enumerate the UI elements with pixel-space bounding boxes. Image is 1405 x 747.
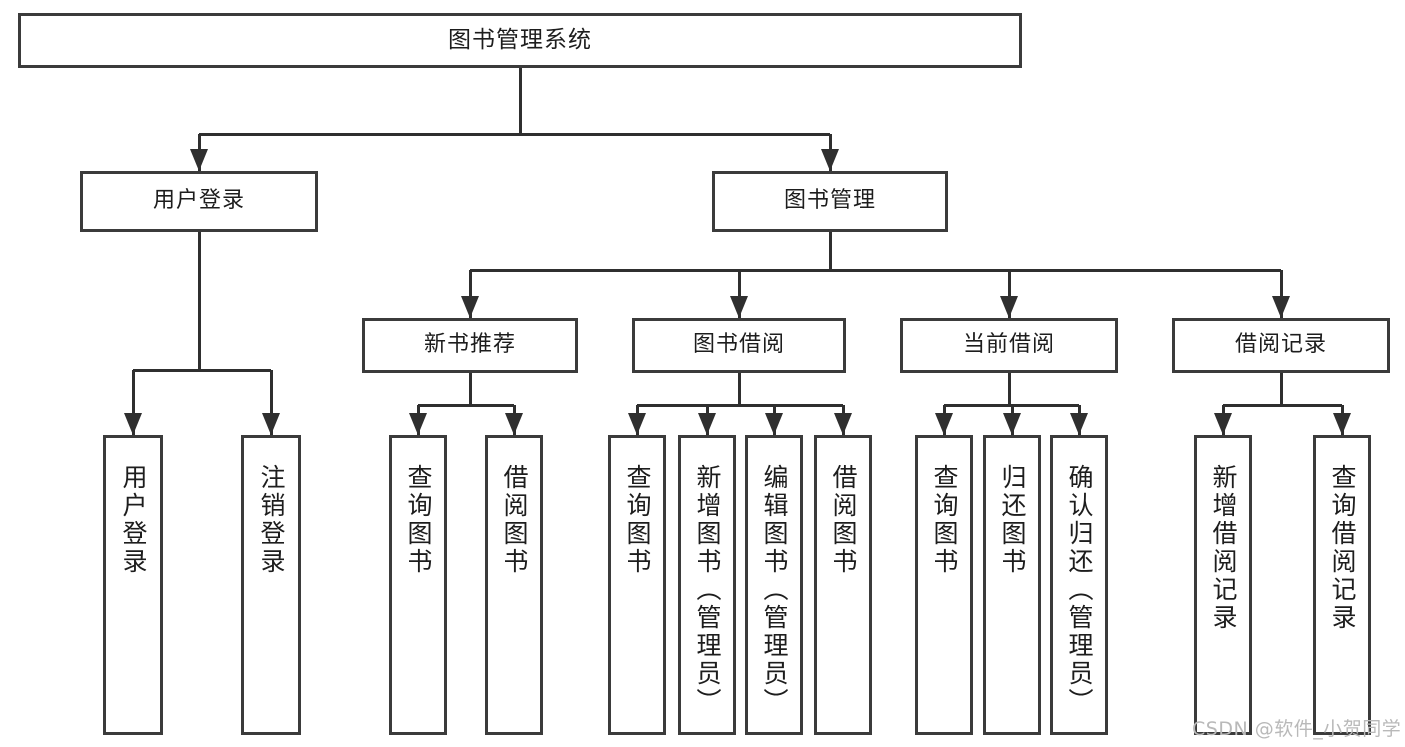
current-arrow-2	[1070, 413, 1088, 435]
borrow-bus	[637, 404, 843, 407]
new-bus	[418, 404, 514, 407]
node-leaf-5-label: 新增图书（管理员）	[693, 464, 722, 716]
node-leaf-6[interactable]: 编辑图书（管理员）	[745, 435, 803, 735]
login-drop-1	[270, 370, 273, 435]
node-level2-2-label: 当前借阅	[962, 332, 1055, 358]
login-drop-0	[132, 370, 135, 435]
node-level2-0-label: 新书推荐	[423, 332, 516, 358]
current-arrow-0	[935, 413, 953, 435]
node-level2-1[interactable]: 图书借阅	[632, 318, 846, 373]
node-leaf-0-label: 用户登录	[119, 464, 148, 576]
node-leaf-8-label: 查询图书	[930, 464, 959, 576]
books-bus	[470, 269, 1281, 272]
borrow-arrow-1	[698, 413, 716, 435]
new-arrow-0	[409, 413, 427, 435]
new-arrow-1	[505, 413, 523, 435]
books-drop-3	[1280, 270, 1283, 318]
node-level2-1-label: 图书借阅	[692, 332, 785, 358]
new-stem	[469, 373, 472, 405]
borrow-stem	[738, 373, 741, 405]
watermark: CSDN @软件_小贺同学	[1192, 718, 1402, 740]
node-level2-3[interactable]: 借阅记录	[1172, 318, 1390, 373]
books-drop-0	[469, 270, 472, 318]
node-leaf-11[interactable]: 新增借阅记录	[1194, 435, 1252, 735]
record-arrow-0	[1214, 413, 1232, 435]
node-level1-1[interactable]: 图书管理	[712, 171, 948, 232]
root-arrow-1	[821, 149, 839, 171]
borrow-arrow-0	[628, 413, 646, 435]
record-bus	[1223, 404, 1342, 407]
node-leaf-8[interactable]: 查询图书	[915, 435, 973, 735]
node-leaf-11-label: 新增借阅记录	[1209, 464, 1238, 632]
books-drop-2	[1008, 270, 1011, 318]
current-arrow-1	[1003, 413, 1021, 435]
node-level1-0[interactable]: 用户登录	[80, 171, 318, 232]
node-leaf-9-label: 归还图书	[998, 464, 1027, 576]
books-arrow-0	[461, 296, 479, 318]
books-arrow-1	[730, 296, 748, 318]
books-arrow-3	[1272, 296, 1290, 318]
node-leaf-6-label: 编辑图书（管理员）	[760, 464, 789, 716]
login-stem	[198, 232, 201, 370]
node-leaf-7-label: 借阅图书	[829, 464, 858, 576]
node-level2-3-label: 借阅记录	[1234, 332, 1327, 358]
node-level2-0[interactable]: 新书推荐	[362, 318, 578, 373]
node-leaf-12[interactable]: 查询借阅记录	[1313, 435, 1371, 735]
node-leaf-4-label: 查询图书	[623, 464, 652, 576]
node-leaf-1-label: 注销登录	[257, 464, 286, 576]
record-stem	[1280, 373, 1283, 405]
record-arrow-1	[1333, 413, 1351, 435]
node-leaf-0[interactable]: 用户登录	[103, 435, 163, 735]
node-leaf-5[interactable]: 新增图书（管理员）	[678, 435, 736, 735]
root-bus	[199, 133, 830, 136]
node-leaf-1[interactable]: 注销登录	[241, 435, 301, 735]
node-leaf-7[interactable]: 借阅图书	[814, 435, 872, 735]
borrow-arrow-3	[834, 413, 852, 435]
node-level1-0-label: 用户登录	[152, 188, 245, 214]
node-root-label: 图书管理系统	[448, 27, 592, 54]
node-level1-1-label: 图书管理	[783, 188, 876, 214]
node-leaf-4[interactable]: 查询图书	[608, 435, 666, 735]
node-leaf-9[interactable]: 归还图书	[983, 435, 1041, 735]
node-leaf-3[interactable]: 借阅图书	[485, 435, 543, 735]
login-arrow-1	[262, 413, 280, 435]
node-leaf-2-label: 查询图书	[404, 464, 433, 576]
node-root[interactable]: 图书管理系统	[18, 13, 1022, 68]
root-arrow-0	[190, 149, 208, 171]
books-stem	[829, 232, 832, 270]
books-arrow-2	[1000, 296, 1018, 318]
login-arrow-0	[124, 413, 142, 435]
node-leaf-2[interactable]: 查询图书	[389, 435, 447, 735]
books-drop-1	[738, 270, 741, 318]
node-leaf-3-label: 借阅图书	[500, 464, 529, 576]
node-leaf-10[interactable]: 确认归还（管理员）	[1050, 435, 1108, 735]
root-stem	[519, 68, 522, 134]
borrow-arrow-2	[765, 413, 783, 435]
node-leaf-10-label: 确认归还（管理员）	[1065, 464, 1094, 716]
login-bus	[133, 369, 271, 372]
node-level2-2[interactable]: 当前借阅	[900, 318, 1118, 373]
current-stem	[1008, 373, 1011, 405]
node-leaf-12-label: 查询借阅记录	[1328, 464, 1357, 632]
